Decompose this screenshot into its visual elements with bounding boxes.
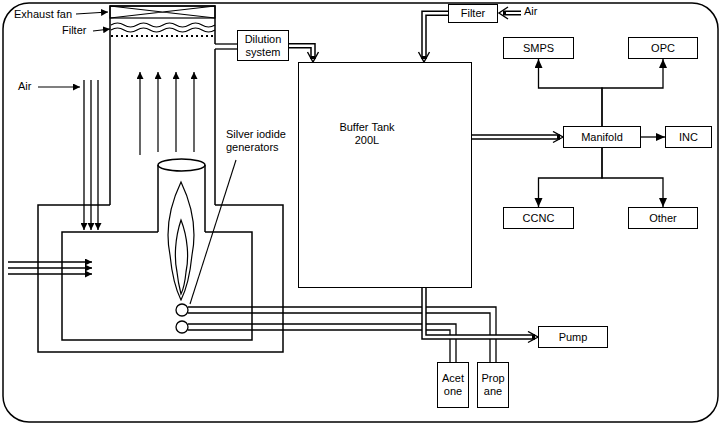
pump-box: Pump (538, 326, 608, 348)
exhaust-fan (110, 6, 215, 18)
connector-group (641, 137, 665, 138)
process-box: Dilution system (237, 30, 289, 61)
node-text: Buffer Tank 200L (333, 121, 401, 146)
node-text: Manifold (581, 131, 623, 144)
flow-arrows (140, 72, 194, 155)
air-inlet (97, 80, 98, 230)
burner-housing (158, 159, 205, 171)
pipe-connector (289, 46, 313, 59)
instrument-box: CCNC (503, 207, 574, 229)
node-text: CCNC (523, 212, 555, 225)
chimney (110, 6, 215, 205)
pipe-connector (472, 134, 560, 140)
air-inlet (83, 80, 84, 230)
dilution-pipe (215, 43, 237, 44)
pipe-bore (424, 13, 448, 56)
burner-housing (38, 159, 283, 352)
inlet-label: Air (524, 5, 537, 18)
silver-iodide-generator (176, 321, 188, 333)
node-text: SMPS (523, 42, 554, 55)
flow-connector (539, 59, 603, 126)
connector-group (472, 137, 560, 138)
instrument-box: INC (665, 126, 712, 148)
instrument-box: OPC (628, 37, 698, 59)
air-supply-arrow (499, 7, 508, 19)
flow-arrows (157, 72, 158, 152)
air-inlet (8, 267, 92, 268)
pipe-bore (424, 288, 532, 337)
burner-housing (157, 165, 159, 232)
burner-housing (204, 165, 206, 232)
tank-box: Buffer Tank 200L (298, 62, 472, 288)
connector-group (539, 148, 603, 207)
silver-iodide-generator (176, 304, 188, 316)
leader-line (38, 12, 236, 304)
exhaust-fan (110, 6, 215, 18)
node-text: Acet one (439, 372, 467, 397)
connector-group (602, 148, 663, 207)
air-inlet (8, 273, 92, 274)
pipe-connector (424, 13, 448, 59)
chimney (214, 49, 216, 205)
supply-box: Acet one (437, 362, 469, 408)
air-inlet (90, 80, 91, 230)
chimney-filter (111, 28, 215, 32)
node-text: Pump (559, 331, 588, 344)
chimney-filter (111, 35, 214, 37)
node-text: Prop ane (479, 372, 507, 397)
leader-line (190, 160, 236, 304)
air-supply-arrow (506, 12, 522, 14)
connector-group (602, 59, 663, 126)
pipe-connector (424, 288, 535, 337)
instrument-box: Other (628, 207, 698, 229)
leader-line (76, 12, 108, 14)
fuel-pipe (188, 330, 450, 362)
part-label: Filter (62, 24, 86, 37)
node-text: Dilution system (241, 33, 285, 58)
leader-line (38, 86, 80, 87)
flow-connector (602, 59, 663, 126)
fuel-pipe (188, 324, 456, 362)
flow-arrows (139, 72, 140, 155)
manifold-box: Manifold (563, 126, 641, 148)
flame (175, 220, 187, 294)
connector-group (289, 46, 313, 59)
node-text: INC (679, 131, 698, 144)
flame (168, 182, 194, 300)
chimney-filter (111, 23, 215, 36)
air-inlet (8, 80, 98, 274)
outer-frame (3, 3, 718, 422)
inlet-label: Air (18, 80, 31, 93)
supply-box: Prop ane (477, 362, 509, 408)
pipe-bore (289, 46, 313, 56)
flow-arrows (193, 72, 194, 152)
flow-arrows (175, 72, 176, 152)
dilution-pipe (215, 44, 237, 49)
part-label: Silver iodide generators (226, 128, 290, 153)
silver-iodide-generator (176, 304, 188, 333)
connector-group (424, 288, 535, 337)
instrument-box: SMPS (503, 37, 574, 59)
connector-group (539, 59, 603, 126)
air-supply-arrow (503, 11, 521, 16)
flow-connector (641, 136, 665, 137)
part-label: Exhaust fan (14, 8, 72, 21)
air-inlet (8, 261, 92, 262)
chimney-filter (111, 23, 215, 27)
pipe-bore (472, 136, 557, 139)
exhaust-fan (110, 6, 215, 18)
node-text: Filter (461, 7, 485, 20)
connector-group (424, 13, 448, 59)
leader-line (93, 29, 110, 31)
node-text: Other (649, 212, 677, 225)
flame (168, 182, 194, 300)
node-text: OPC (651, 42, 675, 55)
dilution-pipe (215, 48, 237, 49)
chimney (110, 6, 215, 205)
air-supply-arrow (499, 7, 522, 19)
flow-connector (602, 148, 663, 207)
flow-connector (539, 148, 603, 207)
filter-box: Filter (448, 4, 498, 23)
